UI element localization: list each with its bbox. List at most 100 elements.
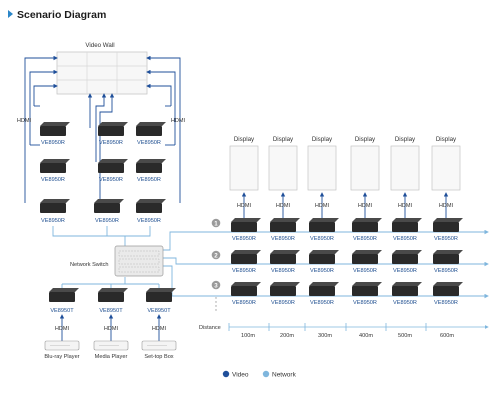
svg-text:VE8950R: VE8950R bbox=[353, 300, 377, 306]
wall-receiver-5: VE8950R bbox=[98, 159, 128, 183]
wall-receiver-2: VE8950R bbox=[98, 122, 128, 146]
svg-text:VE8950R: VE8950R bbox=[137, 140, 161, 146]
hdmi-label-wall-left: HDMI bbox=[17, 118, 32, 124]
svg-text:2: 2 bbox=[214, 252, 218, 259]
wall-receiver-7: VE8950R bbox=[40, 199, 70, 224]
receiver-r1-c1: VE8950R bbox=[231, 218, 261, 242]
wall-receiver-3: VE8950R bbox=[136, 122, 166, 146]
distance-200m: 200m bbox=[280, 333, 294, 339]
svg-text:VE8950R: VE8950R bbox=[41, 218, 65, 224]
svg-text:VE8950R: VE8950R bbox=[99, 177, 123, 183]
svg-text:1: 1 bbox=[214, 220, 218, 227]
more-rows-dots bbox=[215, 297, 217, 311]
svg-text:VE8950R: VE8950R bbox=[41, 140, 65, 146]
source-cabling bbox=[59, 314, 162, 341]
svg-text:VE8950R: VE8950R bbox=[310, 268, 334, 274]
page-title: Scenario Diagram bbox=[17, 9, 106, 21]
receiver-r3-c5: VE8950R bbox=[392, 282, 422, 306]
hdmi-label: HDMI bbox=[237, 203, 252, 209]
display-screen bbox=[431, 145, 461, 191]
hdmi-label: HDMI bbox=[439, 203, 454, 209]
receiver-r1-c3: VE8950R bbox=[309, 218, 339, 242]
display-screen bbox=[268, 145, 298, 191]
svg-text:VE8950R: VE8950R bbox=[310, 300, 334, 306]
svg-text:VE8950R: VE8950R bbox=[434, 268, 458, 274]
legend: Video Network bbox=[222, 370, 297, 379]
svg-text:VE8950R: VE8950R bbox=[137, 177, 161, 183]
legend-video-swatch bbox=[222, 370, 230, 378]
network-switch-label: Network Switch bbox=[70, 262, 109, 268]
hdmi-label-source-3: HDMI bbox=[152, 326, 167, 332]
receiver-r2-c6: VE8950R bbox=[433, 250, 463, 274]
wall-receiver-4: VE8950R bbox=[40, 159, 70, 183]
svg-text:VE8950R: VE8950R bbox=[353, 268, 377, 274]
wall-receiver-6: VE8950R bbox=[136, 159, 166, 183]
hdmi-label: HDMI bbox=[398, 203, 413, 209]
display-screen bbox=[229, 145, 259, 191]
display-label: Display bbox=[273, 136, 294, 143]
svg-text:VE8950R: VE8950R bbox=[271, 236, 295, 242]
svg-text:VE8950R: VE8950R bbox=[232, 300, 256, 306]
svg-text:VE8950R: VE8950R bbox=[41, 177, 65, 183]
display-label: Display bbox=[395, 136, 416, 143]
display-screen bbox=[390, 145, 420, 191]
wall-receiver-9: VE8950R bbox=[136, 199, 166, 224]
svg-text:Blu-ray Player: Blu-ray Player bbox=[44, 354, 79, 360]
svg-text:VE8950R: VE8950R bbox=[434, 300, 458, 306]
source-device-3: Set-top Box bbox=[141, 340, 177, 360]
row-badge-1: 1 bbox=[211, 218, 221, 228]
distance-400m: 400m bbox=[359, 333, 373, 339]
source-device-2: Media Player bbox=[93, 340, 129, 360]
receiver-r1-c5: VE8950R bbox=[392, 218, 422, 242]
svg-text:VE8950R: VE8950R bbox=[232, 268, 256, 274]
title-marker-icon bbox=[8, 10, 13, 18]
receiver-r2-c3: VE8950R bbox=[309, 250, 339, 274]
receiver-r3-c2: VE8950R bbox=[270, 282, 300, 306]
display-label: Display bbox=[436, 136, 457, 143]
network-switch bbox=[114, 245, 164, 277]
video-wall bbox=[56, 51, 148, 95]
hdmi-label: HDMI bbox=[315, 203, 330, 209]
svg-text:VE8950R: VE8950R bbox=[232, 236, 256, 242]
hdmi-label: HDMI bbox=[276, 203, 291, 209]
hdmi-label: HDMI bbox=[358, 203, 373, 209]
hdmi-label-source-2: HDMI bbox=[104, 326, 119, 332]
display-label: Display bbox=[312, 136, 333, 143]
svg-text:Media Player: Media Player bbox=[95, 354, 128, 360]
svg-text:VE8950R: VE8950R bbox=[137, 218, 161, 224]
svg-text:VE8950R: VE8950R bbox=[95, 218, 119, 224]
display-screen bbox=[307, 145, 337, 191]
svg-text:3: 3 bbox=[214, 282, 218, 289]
receiver-r3-c4: VE8950R bbox=[352, 282, 382, 306]
svg-text:VE8950R: VE8950R bbox=[353, 236, 377, 242]
svg-text:VE8950R: VE8950R bbox=[393, 300, 417, 306]
svg-text:VE8950R: VE8950R bbox=[99, 140, 123, 146]
svg-text:VE8950T: VE8950T bbox=[99, 308, 123, 314]
receiver-r1-c4: VE8950R bbox=[352, 218, 382, 242]
transmitter-1: VE8950T bbox=[49, 288, 79, 314]
legend-network-label: Network bbox=[272, 372, 297, 379]
legend-video-label: Video bbox=[232, 372, 249, 379]
hdmi-label-wall-right: HDMI bbox=[171, 118, 186, 124]
distance-label: Distance bbox=[199, 325, 221, 331]
video-wall-label: Video Wall bbox=[85, 42, 114, 49]
receiver-r2-c2: VE8950R bbox=[270, 250, 300, 274]
distance-axis bbox=[228, 323, 489, 331]
distance-100m: 100m bbox=[241, 333, 255, 339]
display-label: Display bbox=[355, 136, 376, 143]
wall-cabling bbox=[24, 55, 181, 203]
wall-receiver-1: VE8950R bbox=[40, 122, 70, 146]
svg-text:VE8950T: VE8950T bbox=[50, 308, 74, 314]
receiver-r2-c5: VE8950R bbox=[392, 250, 422, 274]
svg-text:Set-top Box: Set-top Box bbox=[144, 354, 173, 360]
display-grid: DisplayHDMIVE8950RVE8950RVE8950RDisplayH… bbox=[229, 136, 463, 306]
receiver-r2-c1: VE8950R bbox=[231, 250, 261, 274]
svg-text:VE8950R: VE8950R bbox=[271, 268, 295, 274]
hdmi-label-source-1: HDMI bbox=[55, 326, 70, 332]
